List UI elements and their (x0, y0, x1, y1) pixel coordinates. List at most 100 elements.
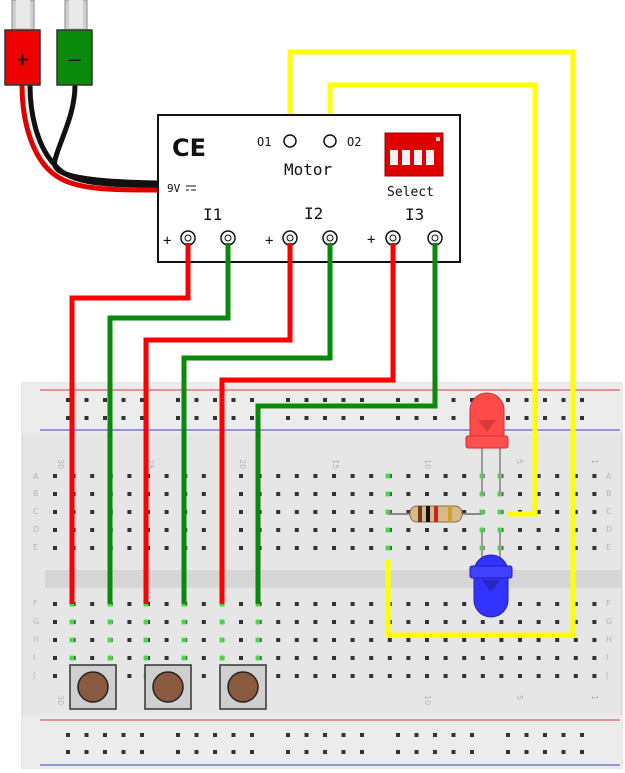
hole (239, 546, 243, 550)
hole (592, 674, 597, 678)
hole (369, 546, 374, 550)
rail-hole (286, 398, 290, 402)
blue-led (469, 532, 513, 618)
hole (536, 674, 541, 678)
polarity-i1: + (163, 233, 171, 249)
hole (164, 528, 169, 532)
hole (90, 638, 95, 642)
hole (164, 656, 169, 660)
connected-hole (255, 655, 261, 661)
connected-hole (385, 473, 391, 479)
rail-hole (433, 750, 437, 754)
hole (313, 638, 318, 642)
pushbutton-1[interactable] (69, 664, 117, 710)
hole (462, 602, 467, 606)
hole (294, 528, 299, 532)
hole (276, 656, 281, 660)
rail-hole (286, 416, 290, 420)
hole (443, 492, 448, 496)
hole (518, 492, 522, 496)
hole (332, 528, 336, 532)
rail-hole (66, 733, 70, 737)
hole (499, 656, 504, 660)
hole (127, 528, 132, 532)
rail-hole (396, 733, 400, 737)
hole (573, 656, 578, 660)
hole (53, 620, 57, 624)
hole (555, 674, 560, 678)
hole (369, 656, 374, 660)
hole (555, 620, 560, 624)
hole (425, 546, 429, 550)
ce-mark: CE (172, 134, 206, 162)
rail-hole (121, 750, 126, 754)
hole (53, 656, 57, 660)
input-label-i3: I3 (405, 205, 424, 224)
hole (164, 546, 169, 550)
hole (164, 638, 169, 642)
input-label-i1: I1 (203, 205, 222, 224)
rail-hole (561, 733, 566, 737)
hole (201, 546, 206, 550)
row-letter-g-left: G (33, 617, 39, 626)
green-wire-i3 (255, 243, 438, 604)
col-num-5-top: 5 (515, 459, 524, 464)
hole (276, 528, 281, 532)
rail-hole (341, 750, 346, 754)
rail-hole (396, 398, 400, 402)
rail-hole (84, 750, 89, 754)
rail-hole (66, 750, 70, 754)
hole (369, 620, 374, 624)
hole (313, 546, 318, 550)
hole (443, 638, 448, 642)
hole (573, 546, 578, 550)
rail-hole (84, 416, 89, 420)
rail-hole (103, 416, 107, 420)
row-letter-h-left: H (33, 635, 39, 644)
hole (294, 474, 299, 478)
hole (350, 602, 355, 606)
col-num-25-top: 25 (146, 459, 155, 469)
dip-switch[interactable] (384, 132, 444, 177)
hole (164, 474, 169, 478)
hole (90, 620, 95, 624)
connected-hole (143, 637, 149, 643)
hole (480, 620, 485, 624)
rail-hole (396, 416, 400, 420)
rail-hole (194, 733, 199, 737)
rail-hole (360, 733, 364, 737)
pushbutton-3[interactable] (219, 664, 267, 710)
rail-hole (360, 398, 364, 402)
hole (462, 492, 467, 496)
row-letter-a-right: A (606, 472, 612, 481)
hole (332, 602, 336, 606)
hole (406, 638, 411, 642)
yellow-wire-o2 (327, 82, 538, 517)
hole (239, 474, 243, 478)
rail-hole (103, 733, 107, 737)
rail-hole (524, 398, 529, 402)
hole (53, 528, 57, 532)
rail-hole (176, 733, 180, 737)
rail-hole (580, 398, 584, 402)
hole (369, 474, 374, 478)
connected-hole (497, 509, 503, 515)
rail-hole (213, 416, 217, 420)
rail-hole (451, 733, 456, 737)
hole (369, 528, 374, 532)
yellow-wire-o1 (287, 49, 576, 638)
hole (276, 620, 281, 624)
hole (294, 620, 299, 624)
hole (462, 510, 467, 514)
hole (573, 602, 578, 606)
hole (350, 620, 355, 624)
hole (276, 638, 281, 642)
hole (443, 620, 448, 624)
hole (201, 638, 206, 642)
pushbutton-2[interactable] (144, 664, 192, 710)
col-num-20-top: 20 (238, 459, 247, 469)
hole (164, 492, 169, 496)
hole (90, 602, 95, 606)
hole (313, 656, 318, 660)
